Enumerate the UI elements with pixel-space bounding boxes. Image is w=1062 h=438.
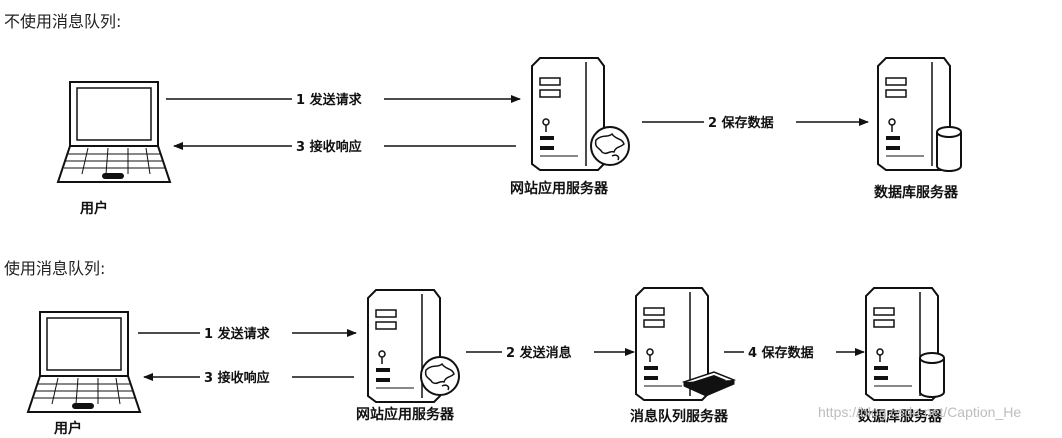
- d2-db-server-icon: [865, 287, 945, 401]
- d1-web-server-icon: [531, 57, 630, 171]
- d2-request-label: 1 发送请求: [204, 326, 271, 342]
- d1-save-label: 2 保存数据: [708, 115, 774, 131]
- watermark-text: https://blog.csdn.net/Caption_He: [818, 404, 1022, 420]
- d2-mq-server-icon: [635, 287, 735, 401]
- d2-user-laptop-icon: [27, 311, 141, 413]
- d1-user-label: 用户: [80, 201, 108, 217]
- title-without-mq: 不使用消息队列:: [4, 12, 122, 31]
- d1-request-label: 1 发送请求: [296, 92, 363, 108]
- title-with-mq: 使用消息队列:: [4, 259, 106, 278]
- d1-response-label: 3 接收响应: [296, 139, 362, 155]
- d1-web-server-label: 网站应用服务器: [510, 181, 608, 197]
- d1-db-server-icon: [877, 57, 962, 172]
- d2-user-label: 用户: [54, 421, 82, 437]
- d2-send-msg-label: 2 发送消息: [506, 345, 572, 361]
- d2-db-server-label: 数据库服务器: [858, 409, 942, 425]
- d2-mq-server-label: 消息队列服务器: [630, 409, 728, 425]
- d1-user-laptop-icon: [57, 81, 171, 183]
- d2-save-label: 4 保存数据: [748, 345, 814, 361]
- d1-db-server-label: 数据库服务器: [874, 185, 958, 201]
- d2-web-server-label: 网站应用服务器: [356, 407, 454, 423]
- d2-web-server-icon: [367, 289, 460, 403]
- d2-response-label: 3 接收响应: [204, 370, 270, 386]
